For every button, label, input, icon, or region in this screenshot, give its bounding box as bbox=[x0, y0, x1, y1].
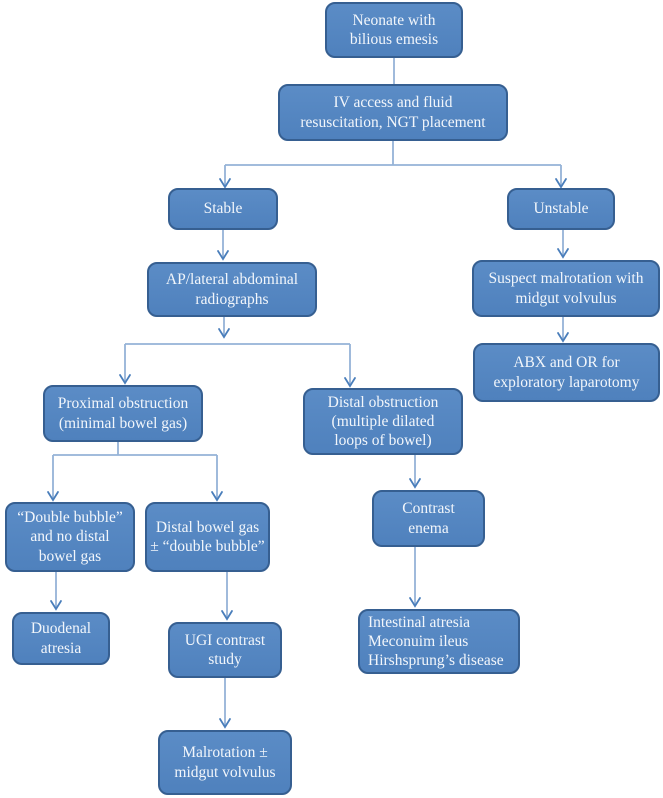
node-neonate-bilious-emesis: Neonate with bilious emesis bbox=[325, 2, 463, 58]
connector-double-bubble-to-duodenal bbox=[50, 572, 62, 611]
node-contrast-enema: Contrast enema bbox=[372, 490, 485, 547]
node-label: Unstable bbox=[533, 200, 589, 218]
node-label: Duodenal atresia bbox=[30, 620, 92, 657]
node-label: AP/lateral abdominal radiographs bbox=[165, 271, 299, 308]
connector-suspect-to-abx bbox=[557, 317, 569, 343]
arrowhead-to-proximal bbox=[119, 374, 131, 385]
node-abdominal-radiographs: AP/lateral abdominal radiographs bbox=[147, 262, 317, 317]
connector-iv-to-stable-unstable bbox=[219, 141, 567, 189]
connector-distal-bowel-gas-to-ugi bbox=[221, 572, 233, 621]
arrowhead-to-distal-bowel-gas bbox=[211, 491, 223, 502]
node-duodenal-atresia: Duodenal atresia bbox=[12, 612, 110, 665]
connector-stable-to-radiographs bbox=[217, 230, 229, 261]
node-label: UGI contrast study bbox=[184, 631, 266, 668]
node-label: Suspect malrotation with midgut volvulus bbox=[488, 270, 644, 307]
node-ugi-contrast-study: UGI contrast study bbox=[168, 622, 282, 678]
node-label: “Double bubble” and no distal bowel gas bbox=[17, 509, 123, 565]
arrowhead-to-split bbox=[218, 328, 230, 339]
node-double-bubble-no-distal-gas: “Double bubble” and no distal bowel gas bbox=[5, 502, 135, 572]
arrowhead-to-suspect bbox=[557, 248, 569, 259]
node-abx-exploratory-laparotomy: ABX and OR for exploratory laparotomy bbox=[473, 343, 660, 402]
node-label: Stable bbox=[203, 200, 243, 218]
arrowhead-to-diagnoses bbox=[409, 597, 421, 608]
node-distal-obstruction: Distal obstruction (multiple dilated loo… bbox=[303, 388, 463, 455]
node-label: Neonate with bilious emesis bbox=[349, 11, 439, 48]
node-label: Contrast enema bbox=[402, 500, 455, 537]
node-stable: Stable bbox=[168, 188, 278, 230]
connector-proximal-to-bubble-split bbox=[47, 442, 223, 502]
arrowhead-to-radiographs bbox=[217, 250, 229, 261]
node-suspect-malrotation: Suspect malrotation with midgut volvulus bbox=[472, 260, 660, 317]
arrowhead-to-stable bbox=[219, 178, 231, 189]
arrowhead-to-ugi bbox=[221, 610, 233, 621]
node-label: Distal obstruction (multiple dilated loo… bbox=[327, 393, 439, 450]
connector-contrast-enema-to-diagnoses bbox=[409, 547, 421, 608]
arrowhead-to-abx bbox=[557, 332, 569, 343]
arrowhead-to-duodenal bbox=[50, 600, 62, 611]
arrowhead-to-contrast-enema bbox=[409, 478, 421, 489]
node-proximal-obstruction: Proximal obstruction (minimal bowel gas) bbox=[43, 385, 203, 442]
arrowhead-to-double-bubble bbox=[47, 491, 59, 502]
node-unstable: Unstable bbox=[507, 188, 615, 230]
arrowhead-to-malrotation bbox=[219, 718, 231, 729]
node-iv-access-ngt: IV access and fluid resuscitation, NGT p… bbox=[278, 84, 508, 141]
node-label: Malrotation ± midgut volvulus bbox=[174, 744, 276, 781]
connector-unstable-to-suspect bbox=[557, 230, 569, 259]
connector-ugi-to-malrotation bbox=[219, 678, 231, 729]
node-label: IV access and fluid resuscitation, NGT p… bbox=[300, 94, 486, 131]
node-label: Intestinal atresia Meconuim ileus Hirshs… bbox=[368, 613, 504, 670]
node-label: Distal bowel gas ± “double bubble” bbox=[150, 518, 265, 555]
node-label: Proximal obstruction (minimal bowel gas) bbox=[57, 395, 189, 432]
arrowhead-to-unstable bbox=[555, 178, 567, 189]
connector-distal-obstruction-to-contrast-enema bbox=[409, 455, 421, 489]
node-malrotation-midgut-volvulus: Malrotation ± midgut volvulus bbox=[158, 730, 292, 795]
connector-radiographs-to-obstruction-split bbox=[119, 317, 356, 388]
node-distal-bowel-gas: Distal bowel gas ± “double bubble” bbox=[145, 502, 270, 572]
node-distal-diagnoses: Intestinal atresia Meconuim ileus Hirshs… bbox=[358, 609, 520, 674]
arrowhead-to-distal-obstruction bbox=[344, 377, 356, 388]
node-label: ABX and OR for exploratory laparotomy bbox=[493, 354, 640, 391]
